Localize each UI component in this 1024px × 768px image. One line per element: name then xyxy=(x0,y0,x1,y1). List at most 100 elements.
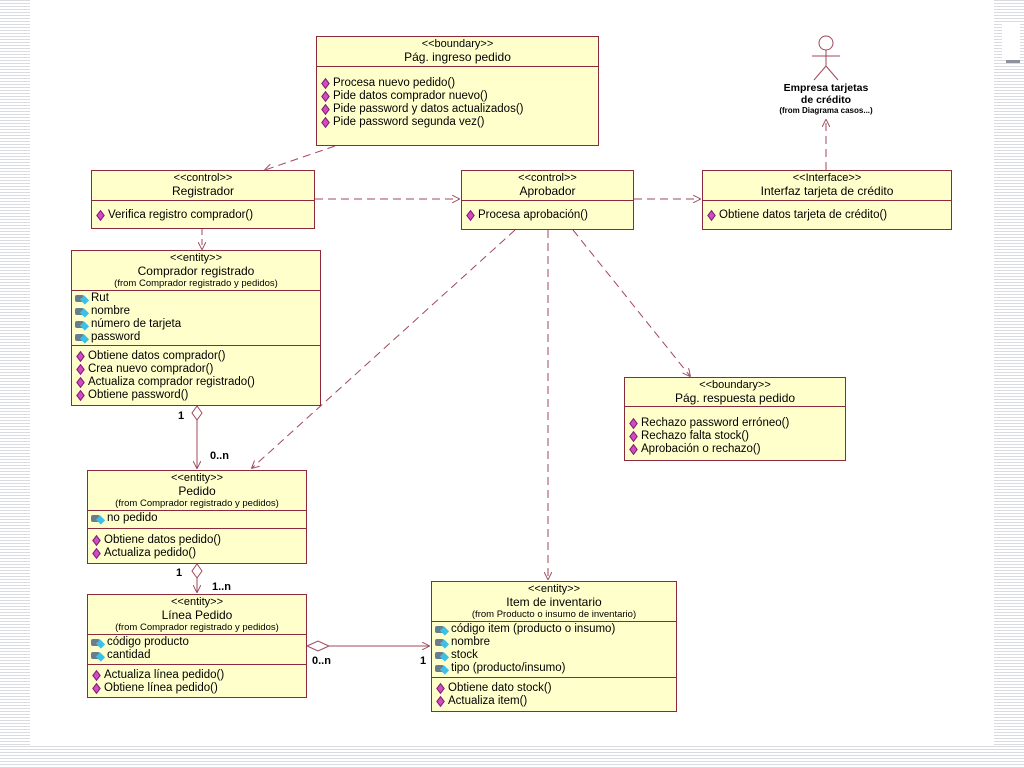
attribute-icon xyxy=(435,664,449,673)
agg-diamond-pedido xyxy=(191,563,203,579)
class-name: Pág. respuesta pedido xyxy=(674,391,796,405)
right-edge-mark xyxy=(1002,22,1020,60)
actor-name-line2: de crédito xyxy=(800,94,852,106)
class-interfaz-tarjeta[interactable]: <<Interface>> Interfaz tarjeta de crédit… xyxy=(702,170,952,230)
class-name: Línea Pedido xyxy=(161,608,233,622)
agg-diamond-comprador xyxy=(191,405,203,421)
operation-icon xyxy=(92,547,101,560)
multiplicity-pedido-linea: 1 xyxy=(176,567,183,579)
attribute-icon xyxy=(75,294,89,303)
attribute-icon xyxy=(435,625,449,634)
operation-icon xyxy=(96,209,105,222)
attribute: código item (producto o insumo) xyxy=(435,623,673,636)
operation: Verifica registro comprador() xyxy=(95,209,311,222)
class-comprador-registrado[interactable]: <<entity>> Comprador registrado (from Co… xyxy=(71,250,321,406)
stereotype: <<control>> xyxy=(518,172,577,184)
attribute-icon xyxy=(91,651,105,660)
operation-icon xyxy=(76,350,85,363)
right-border-stripes xyxy=(994,0,1024,768)
operation-icon xyxy=(629,417,638,430)
operation-icon xyxy=(92,669,101,682)
operation-icon xyxy=(92,534,101,547)
class-pedido[interactable]: <<entity>> Pedido (from Comprador regist… xyxy=(87,470,307,564)
actor-name-line1: Empresa tarjetas xyxy=(783,82,869,94)
actor-from: (from Diagrama casos...) xyxy=(779,106,873,115)
operation: Rechazo falta stock() xyxy=(628,430,842,443)
left-border-stripes xyxy=(0,0,30,768)
operation: Obtiene línea pedido() xyxy=(91,682,303,695)
operation: Rechazo password erróneo() xyxy=(628,417,842,430)
operation-icon xyxy=(629,443,638,456)
operation: Obtiene datos comprador() xyxy=(75,350,317,363)
operation-icon xyxy=(321,77,330,90)
operation-icon xyxy=(92,682,101,695)
actor-figure xyxy=(812,35,840,81)
attribute-icon xyxy=(435,638,449,647)
operation: Obtiene datos pedido() xyxy=(91,534,303,547)
bottom-border-stripes xyxy=(0,746,1024,768)
class-name: Pág. ingreso pedido xyxy=(404,50,511,64)
operation: Crea nuevo comprador() xyxy=(75,363,317,376)
attribute: password xyxy=(75,331,317,344)
dep-ingreso-registrador xyxy=(265,145,336,170)
operation: Obtiene dato stock() xyxy=(435,682,673,695)
multiplicity-item: 1 xyxy=(420,655,427,667)
class-item-inventario[interactable]: <<entity>> Item de inventario (from Prod… xyxy=(431,581,677,712)
stereotype: <<boundary>> xyxy=(699,379,771,391)
class-pag-respuesta-pedido[interactable]: <<boundary>> Pág. respuesta pedido Recha… xyxy=(624,377,846,461)
class-from: (from Comprador registrado y pedidos) xyxy=(115,622,279,633)
actor-empresa-tarjetas[interactable]: Empresa tarjetas de crédito (from Diagra… xyxy=(746,82,906,116)
stereotype: <<entity>> xyxy=(170,252,222,264)
attribute: nombre xyxy=(75,305,317,318)
attribute-icon xyxy=(91,638,105,647)
agg-diamond-linea xyxy=(305,640,331,652)
operation: Actualiza comprador registrado() xyxy=(75,376,317,389)
attribute: no pedido xyxy=(91,512,303,525)
class-name: Registrador xyxy=(171,184,235,198)
attribute: cantidad xyxy=(91,649,303,662)
stereotype: <<Interface>> xyxy=(792,172,862,184)
operation-icon xyxy=(629,430,638,443)
operation: Pide datos comprador nuevo() xyxy=(320,90,595,103)
operation: Pide password segunda vez() xyxy=(320,116,595,129)
operation: Aprobación o rechazo() xyxy=(628,443,842,456)
attribute-icon xyxy=(91,514,105,523)
multiplicity-linea: 1..n xyxy=(212,581,231,593)
right-edge-dash xyxy=(1006,60,1020,63)
operation: Pide password y datos actualizados() xyxy=(320,103,595,116)
operation: Obtiene password() xyxy=(75,389,317,402)
operation-icon xyxy=(321,90,330,103)
operation-icon xyxy=(466,209,475,222)
class-name: Interfaz tarjeta de crédito xyxy=(760,184,894,198)
attribute-icon xyxy=(75,320,89,329)
multiplicity-comprador: 1 xyxy=(178,410,185,422)
attribute-icon xyxy=(75,333,89,342)
class-from: (from Producto o insumo de inventario) xyxy=(471,609,637,620)
class-pag-ingreso-pedido[interactable]: <<boundary>> Pág. ingreso pedido Procesa… xyxy=(316,36,599,146)
stereotype: <<entity>> xyxy=(171,472,223,484)
attribute-icon xyxy=(75,307,89,316)
operation-icon xyxy=(76,363,85,376)
operation-icon xyxy=(436,695,445,708)
operation: Procesa nuevo pedido() xyxy=(320,77,595,90)
attribute: código producto xyxy=(91,636,303,649)
class-registrador[interactable]: <<control>> Registrador Verifica registr… xyxy=(91,170,315,229)
class-aprobador[interactable]: <<control>> Aprobador Procesa aprobación… xyxy=(461,170,634,230)
attribute: tipo (producto/insumo) xyxy=(435,662,673,675)
class-linea-pedido[interactable]: <<entity>> Línea Pedido (from Comprador … xyxy=(87,594,307,698)
operation-icon xyxy=(76,376,85,389)
stereotype: <<boundary>> xyxy=(421,38,494,50)
dep-aprobador-respuesta xyxy=(572,229,690,376)
dep-aprobador-pedido xyxy=(252,229,516,468)
operation-icon xyxy=(321,103,330,116)
operation: Procesa aprobación() xyxy=(465,209,630,222)
attribute-icon xyxy=(435,651,449,660)
operation: Actualiza pedido() xyxy=(91,547,303,560)
attribute: stock xyxy=(435,649,673,662)
multiplicity-pedido: 0..n xyxy=(210,450,229,462)
operation: Obtiene datos tarjeta de crédito() xyxy=(706,209,948,222)
multiplicity-linea-item: 0..n xyxy=(312,655,331,667)
class-name: Comprador registrado xyxy=(137,264,255,278)
attribute: número de tarjeta xyxy=(75,318,317,331)
